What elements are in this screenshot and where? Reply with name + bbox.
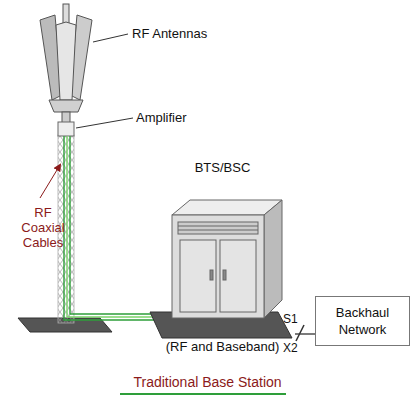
node-text: Backhaul Network bbox=[328, 304, 398, 338]
part-label: RF Antennas bbox=[132, 26, 207, 41]
interface-label: X2 bbox=[283, 341, 298, 355]
leader-line bbox=[76, 118, 133, 128]
rf-antennas bbox=[40, 4, 92, 124]
bts-cabinet bbox=[172, 200, 282, 318]
interface-line bbox=[295, 333, 315, 334]
caption: Traditional Base Station bbox=[0, 374, 415, 390]
leader-arrow bbox=[40, 165, 60, 198]
backhaul-box: Backhaul Network bbox=[315, 296, 410, 346]
caption-underline bbox=[120, 393, 286, 395]
part-label: RF Coaxial Cables bbox=[14, 205, 72, 250]
interface-slash bbox=[296, 325, 304, 341]
node-subtitle: (RF and Baseband) bbox=[150, 339, 295, 354]
bts-cabinet-node: BTS/BSC (RF and Baseband) bbox=[150, 160, 295, 360]
part-label: Amplifier bbox=[136, 110, 187, 125]
amplifier bbox=[58, 122, 74, 136]
node-heading: BTS/BSC bbox=[150, 160, 295, 175]
leader-line bbox=[93, 34, 128, 42]
interface-label: S1 bbox=[283, 312, 298, 326]
rf-coaxial-cables bbox=[64, 136, 166, 320]
